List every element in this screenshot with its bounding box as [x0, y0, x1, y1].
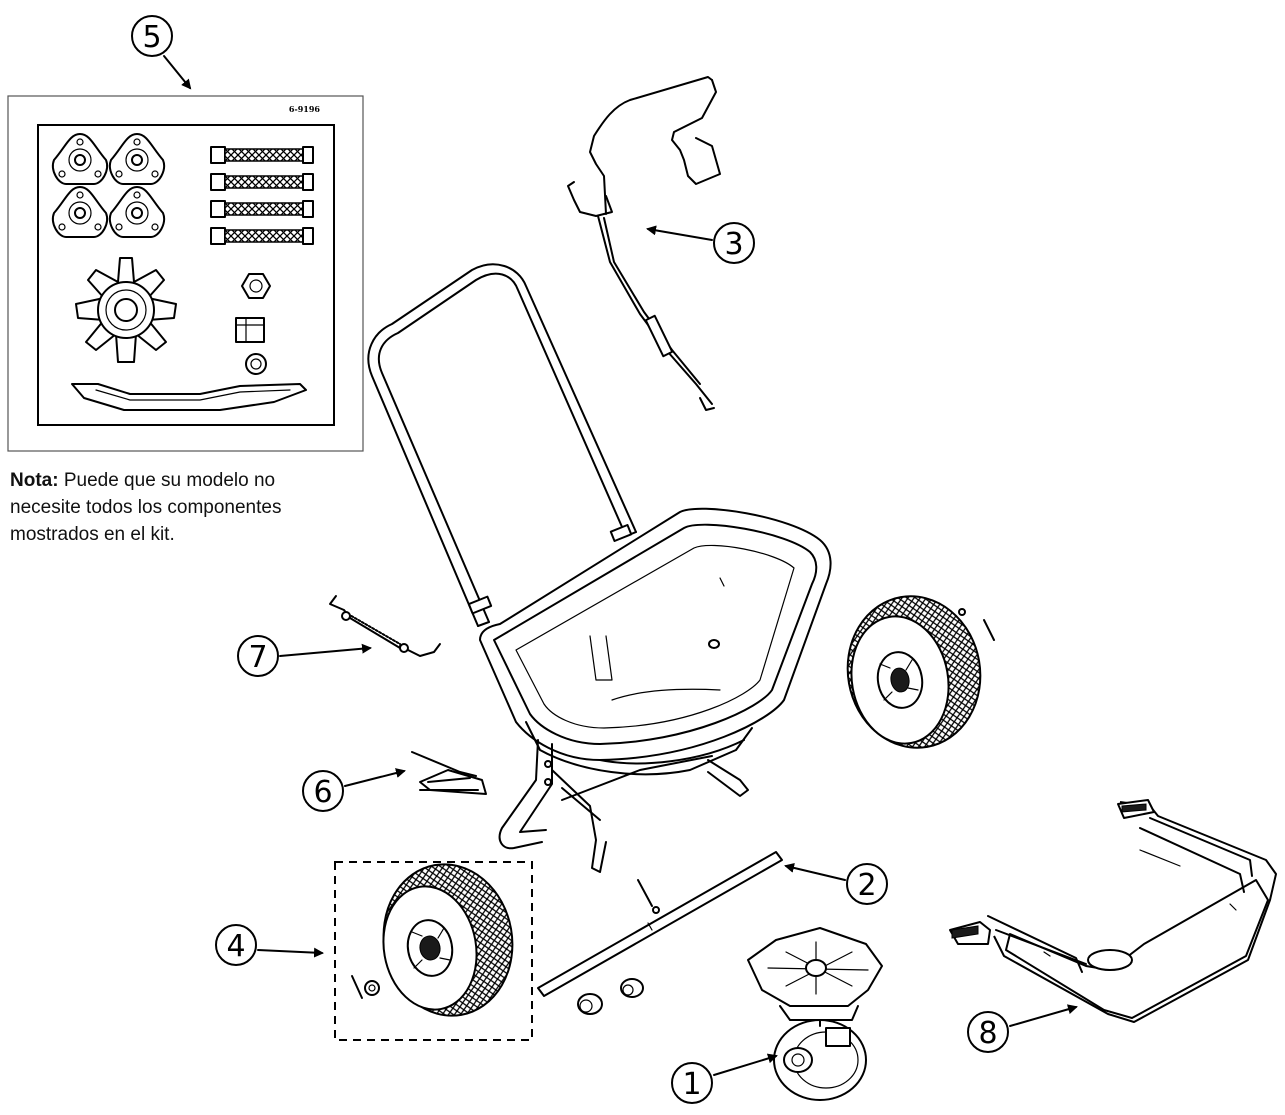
svg-text:6: 6	[313, 775, 332, 810]
svg-text:7: 7	[248, 640, 267, 675]
callout-1: 1	[671, 1053, 778, 1104]
callout-3: 3	[646, 222, 755, 264]
impeller-gearbox	[747, 927, 883, 1101]
svg-text:3: 3	[724, 227, 743, 262]
axle-bushings	[577, 978, 644, 1015]
kit-washer	[245, 353, 267, 375]
note-label: Nota:	[10, 470, 59, 491]
frame-legs	[498, 739, 749, 873]
svg-text:8: 8	[978, 1016, 997, 1051]
svg-text:4: 4	[226, 929, 245, 964]
bearing-plates	[52, 133, 165, 238]
axle-rod	[537, 851, 783, 997]
callout-4: 4	[215, 924, 324, 966]
note-text: Puede que su modelo no necesite todos lo…	[10, 470, 282, 545]
shutoff-lever	[411, 751, 487, 795]
push-handle	[367, 263, 637, 627]
bolts	[210, 146, 314, 245]
kit-deflector	[71, 383, 307, 411]
control-rod-wire	[567, 76, 721, 411]
hardware-kit-panel: 6-9196	[7, 95, 364, 452]
kit-spacer	[235, 317, 265, 343]
kit-nut	[241, 273, 271, 299]
svg-text:1: 1	[682, 1067, 701, 1102]
callout-7: 7	[237, 635, 372, 677]
svg-text:5: 5	[142, 20, 161, 55]
callout-5: 5	[131, 15, 192, 90]
kit-impeller	[75, 257, 177, 363]
callout-8: 8	[967, 1004, 1078, 1053]
callout-6: 6	[302, 768, 406, 812]
kit-code: 6-9196	[289, 104, 321, 114]
right-wheel-pin	[958, 608, 995, 641]
right-wheel	[846, 595, 982, 749]
spring-linkage	[329, 595, 441, 657]
hopper	[479, 507, 832, 776]
left-wheel-group	[334, 861, 533, 1041]
svg-text:2: 2	[857, 868, 876, 903]
side-guard-frame	[949, 799, 1277, 1023]
callout-2: 2	[784, 862, 888, 905]
kit-note: Nota: Puede que su modelo no necesite to…	[10, 467, 330, 548]
